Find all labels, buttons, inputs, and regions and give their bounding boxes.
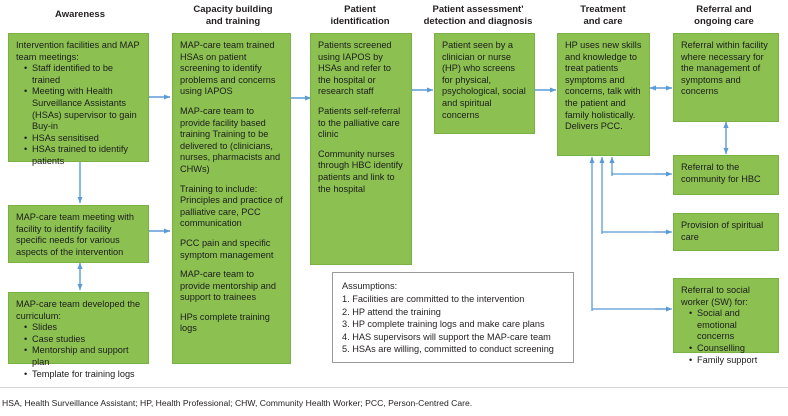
column-header-assessment: Patient assessment' detection and diagno…: [418, 4, 538, 27]
node-referral-community-hbc[interactable]: Referral to the community for HBC: [673, 155, 779, 195]
list-item: Counselling: [689, 343, 772, 355]
node-body-text: MAP-care team to provide facility based …: [180, 105, 281, 174]
column-header-assessment-line2: detection and diagnosis: [423, 15, 533, 27]
node-body-text: MAP-care team meeting with facility to i…: [16, 212, 134, 257]
node-bullet-list: Social and emotional concerns Counsellin…: [681, 308, 772, 366]
list-item: HSAs trained to identify patients: [24, 144, 142, 167]
node-patient-identification[interactable]: Patients screened using IAPOS by HSAs an…: [310, 33, 412, 265]
node-body-text: Referral within facility where necessary…: [681, 40, 768, 97]
list-item: Case studies: [24, 334, 142, 346]
list-item: Staff identified to be trained: [24, 63, 142, 86]
assumptions-panel: Assumptions: 1. Facilities are committed…: [332, 272, 574, 363]
wire-treatment-to-referral2: [611, 172, 667, 175]
node-patient-assessment[interactable]: Patient seen by a clinician or nurse (HP…: [434, 33, 535, 134]
assumption-item: 5. HSAs are willing, committed to conduc…: [342, 344, 554, 355]
column-header-identification-line2: identification: [330, 15, 390, 27]
node-referral-within-facility[interactable]: Referral within facility where necessary…: [673, 33, 779, 122]
column-header-awareness-label: Awareness: [55, 9, 105, 20]
list-item: HSAs sensitised: [24, 133, 142, 145]
node-referral-social-worker[interactable]: Referral to social worker (SW) for: Soci…: [673, 278, 779, 366]
assumption-item: 1. Facilities are committed to the inter…: [342, 294, 525, 305]
node-body-text: Training to include: Principles and prac…: [180, 183, 283, 229]
list-item: Family support: [689, 355, 772, 367]
node-body-text: Patients self-referral to the palliative…: [318, 105, 401, 140]
column-header-capacity-line1: Capacity building: [193, 4, 273, 15]
footnote-abbreviations: HSA, Health Surveillance Assistant; HP, …: [2, 398, 473, 408]
node-body-text: MAP-care team trained HSAs on patient sc…: [180, 40, 276, 97]
assumptions-title: Assumptions:: [342, 281, 398, 291]
assumptions-list: 1. Facilities are committed to the inter…: [342, 293, 565, 355]
node-body-text: Patient seen by a clinician or nurse (HP…: [442, 40, 526, 120]
list-item: Slides: [24, 322, 142, 334]
node-awareness-curriculum[interactable]: MAP-care team developed the curriculum: …: [8, 292, 149, 380]
footer-divider: [0, 387, 788, 388]
column-header-referral-line1: Referral and: [696, 4, 752, 15]
column-header-treatment-line2: and care: [583, 15, 623, 27]
column-header-capacity-line2: and training: [205, 15, 261, 27]
node-body-text: Referral to the community for HBC: [681, 162, 761, 184]
node-awareness-intervention-facilities[interactable]: Intervention facilities and MAP team mee…: [8, 33, 149, 166]
assumption-item: 3. HP complete training logs and make ca…: [342, 319, 545, 330]
node-lead-text: Referral to social worker (SW) for:: [681, 285, 750, 307]
list-item: Template for training logs: [24, 369, 142, 381]
assumption-item: 2. HP attend the training: [342, 306, 441, 317]
column-header-referral: Referral and ongoing care: [664, 4, 784, 27]
node-bullet-list: Staff identified to be trained Meeting w…: [16, 63, 142, 167]
column-header-assessment-line1: Patient assessment': [432, 4, 524, 15]
assumption-item: 4. HAS supervisors will support the MAP-…: [342, 331, 551, 342]
list-item: Social and emotional concerns: [689, 308, 772, 343]
column-header-identification-line1: Patient: [344, 4, 376, 15]
node-body-text: Provision of spiritual care: [681, 220, 764, 242]
node-awareness-facility-needs-meeting[interactable]: MAP-care team meeting with facility to i…: [8, 205, 149, 263]
node-body-text: HPs complete training logs: [180, 311, 270, 334]
column-header-identification: Patient identification: [306, 4, 414, 27]
node-bullet-list: Slides Case studies Mentorship and suppo…: [16, 322, 142, 380]
node-provision-spiritual-care[interactable]: Provision of spiritual care: [673, 213, 779, 251]
node-body-text: MAP-care team to provide mentorship and …: [180, 269, 277, 303]
node-body-text: PCC pain and specific symptom management: [180, 237, 274, 260]
column-header-capacity: Capacity building and training: [170, 4, 296, 27]
node-lead-text: MAP-care team developed the curriculum:: [16, 299, 141, 321]
column-header-treatment-line1: Treatment: [580, 4, 626, 15]
node-body-text: HP uses new skills and knowledge to trea…: [565, 40, 642, 132]
column-header-awareness: Awareness: [12, 9, 148, 21]
list-item: Mentorship and support plan: [24, 345, 142, 368]
column-header-treatment: Treatment and care: [548, 4, 658, 27]
node-body-text: Patients screened using IAPOS by HSAs an…: [318, 40, 392, 97]
column-header-referral-line2: ongoing care: [694, 15, 754, 27]
node-lead-text: Intervention facilities and MAP team mee…: [16, 40, 140, 62]
node-treatment-and-care[interactable]: HP uses new skills and knowledge to trea…: [557, 33, 650, 156]
list-item: Meeting with Health Surveillance Assista…: [24, 86, 142, 132]
node-capacity-building-training[interactable]: MAP-care team trained HSAs on patient sc…: [172, 33, 291, 364]
node-body-text: Community nurses through HBC identify pa…: [318, 148, 403, 194]
